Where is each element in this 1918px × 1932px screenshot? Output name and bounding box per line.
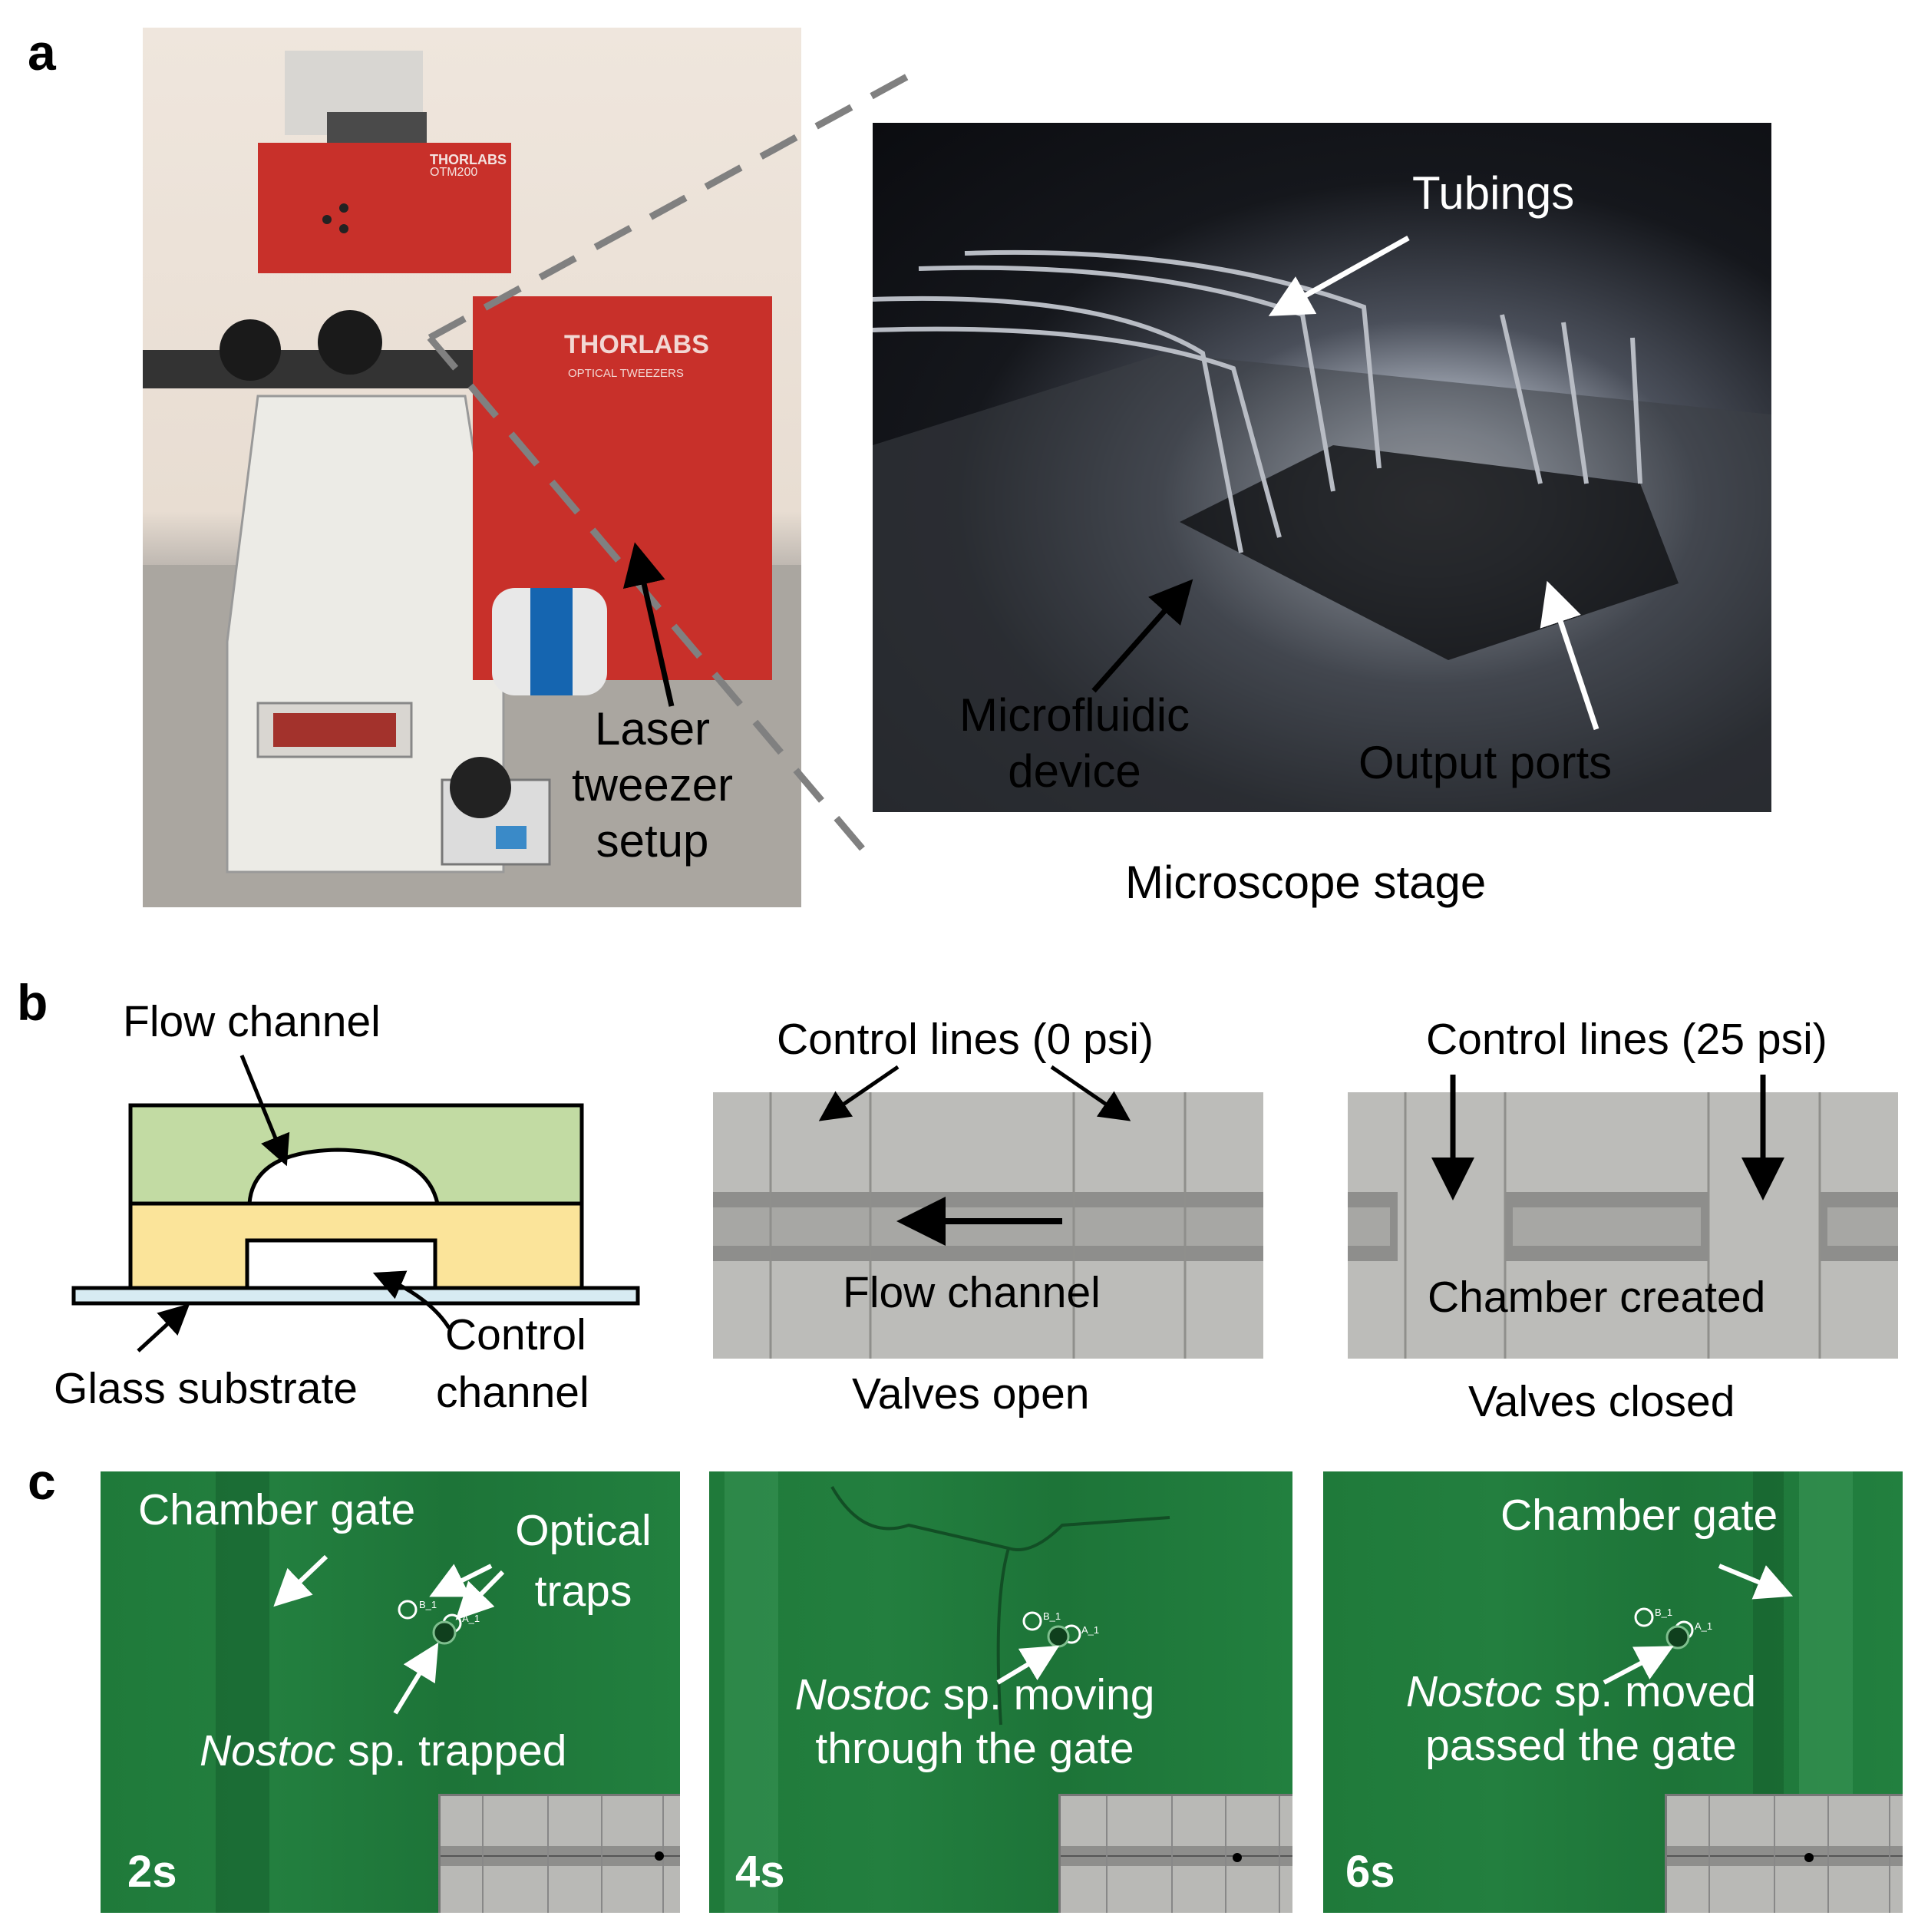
- moved-line1: Nostoc sp. moved: [1351, 1666, 1811, 1719]
- cell-marker-4s: [1233, 1853, 1242, 1862]
- inset-6s: [1665, 1794, 1903, 1913]
- gate-arrow-3: [1718, 1564, 1794, 1600]
- glass-substrate-label: Glass substrate: [54, 1364, 358, 1413]
- laser-arrow: [622, 542, 675, 707]
- zoom-line-top: [428, 66, 923, 341]
- chamber-gate-label-3: Chamber gate: [1500, 1491, 1778, 1540]
- tubings-label: Tubings: [1412, 167, 1575, 219]
- zoom-line-bottom: [427, 335, 878, 866]
- valves-open-caption: Valves open: [852, 1369, 1090, 1418]
- time-6s: 6s: [1345, 1847, 1395, 1897]
- tweezer-box-subtitle: OPTICAL TWEEZERS: [568, 367, 684, 380]
- cell-marker-6s: [1804, 1853, 1814, 1862]
- microscope-stage-caption: Microscope stage: [1125, 857, 1487, 908]
- trapped-arrow: [393, 1642, 439, 1715]
- frame-2s: [101, 1471, 680, 1913]
- flow-channel-shape: [247, 1148, 441, 1206]
- moving-line1: Nostoc sp. moving: [744, 1669, 1205, 1722]
- trap-b-label-2: B_1: [1043, 1610, 1061, 1622]
- optical-traps-line1: Optical: [515, 1506, 652, 1555]
- chamber-created-label: Chamber created: [1428, 1273, 1766, 1322]
- control-channel-line2: channel: [436, 1368, 589, 1418]
- valves-closed-image: [1348, 1092, 1898, 1359]
- frame-4s: [709, 1471, 1292, 1913]
- trap-b-label-1: B_1: [419, 1599, 437, 1610]
- panel-letter-a: a: [28, 24, 56, 81]
- trapped-rest: sp. trapped: [335, 1726, 567, 1775]
- microscope-illustration: [143, 51, 801, 907]
- moved-arrow: [1603, 1646, 1674, 1685]
- output-ports-label: Output ports: [1358, 737, 1613, 788]
- laser-label-line1: Laser: [594, 703, 711, 755]
- valves-open-image: [713, 1092, 1263, 1359]
- panel-letter-b: b: [17, 974, 48, 1031]
- stage-illustration: [873, 249, 1771, 812]
- trap-arrow-1b: [455, 1570, 505, 1620]
- scan-head-model: OTM200: [430, 166, 478, 179]
- flow-channel-top-label: Flow channel: [123, 997, 381, 1046]
- time-4s: 4s: [735, 1847, 785, 1897]
- moved-species: Nostoc: [1405, 1667, 1543, 1716]
- trapped-caption: Nostoc sp. trapped: [200, 1725, 566, 1778]
- moving-caption: Nostoc sp. moving through the gate: [744, 1669, 1205, 1775]
- microfluidic-device-label: Microfluidic device: [921, 687, 1228, 799]
- frame-6s: [1323, 1471, 1903, 1913]
- gate-arrow-1: [273, 1554, 328, 1607]
- tweezer-box-brand: THORLABS: [564, 330, 709, 359]
- moving-line2: through the gate: [815, 1723, 1134, 1773]
- inset-2s: [438, 1794, 680, 1913]
- trapped-species: Nostoc: [200, 1726, 336, 1775]
- scan-head-brand: THORLABS: [430, 152, 507, 167]
- valves-closed-caption: Valves closed: [1468, 1377, 1735, 1426]
- scan-head: [258, 143, 511, 273]
- trap-a-label-2: A_1: [1081, 1624, 1100, 1636]
- moved-line2: passed the gate: [1425, 1720, 1737, 1770]
- chamber-gate-label-1: Chamber gate: [138, 1485, 416, 1534]
- microfluidic-line1: Microfluidic: [959, 689, 1190, 741]
- microfluidic-arrow: [1091, 579, 1193, 693]
- control-channel-label: Control channel: [436, 1306, 589, 1422]
- control-lines-open-label: Control lines (0 psi): [777, 1015, 1154, 1064]
- output-ports-arrow: [1540, 580, 1599, 731]
- optical-traps-line2: traps: [534, 1566, 632, 1616]
- control-lines-closed-label: Control lines (25 psi): [1426, 1015, 1827, 1064]
- trap-arrow-1a: [429, 1564, 493, 1597]
- moving-species: Nostoc: [794, 1670, 931, 1719]
- flow-channel-mid-label: Flow channel: [843, 1268, 1101, 1317]
- time-2s: 2s: [127, 1847, 177, 1897]
- control-channel-arrow: [372, 1270, 451, 1329]
- microscope-stage-photo: [873, 123, 1771, 812]
- microscope-setup-photo: [143, 28, 801, 907]
- moved-caption: Nostoc sp. moved passed the gate: [1351, 1666, 1811, 1772]
- laser-label-line2: tweezer: [571, 759, 734, 811]
- flow-channel-arrow: [239, 1055, 290, 1167]
- trap-b-label-3: B_1: [1655, 1607, 1673, 1618]
- laser-label-line3: setup: [596, 815, 709, 867]
- glass-arrow: [137, 1303, 190, 1352]
- optical-traps-label: Optical traps: [491, 1501, 675, 1621]
- glass-substrate: [71, 1286, 640, 1306]
- laser-tweezer-label: Laser tweezer setup: [537, 701, 768, 870]
- panel-letter-c: c: [28, 1453, 56, 1510]
- tubings-arrow: [1268, 235, 1410, 316]
- trap-a-label-3: A_1: [1695, 1620, 1713, 1632]
- control-channel-line1: Control: [445, 1310, 586, 1359]
- cell-marker-2s: [655, 1851, 664, 1861]
- moving-arrow: [996, 1645, 1060, 1685]
- microfluidic-line2: device: [1008, 745, 1141, 798]
- inset-4s: [1058, 1794, 1292, 1913]
